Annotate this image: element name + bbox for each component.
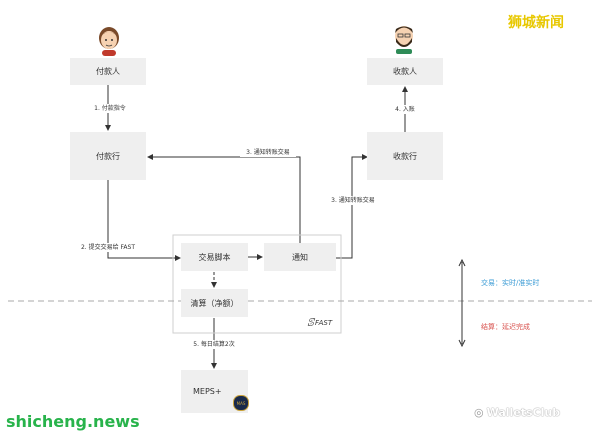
label-notify-payer-bank: 3. 通知转账交易 [240, 148, 296, 157]
payee-avatar [390, 22, 418, 54]
fast-logo-icon: ꕷ [307, 316, 314, 329]
trading-engine-box: 交易脚本 [181, 243, 248, 271]
watermark-top: 狮城新闻 [508, 15, 564, 31]
meps-label: MEPS+ [193, 387, 222, 396]
label-credit: 4. 入账 [390, 105, 420, 114]
fast-logo-text: FAST [314, 319, 333, 327]
arrow-notify-to-payer-bank [147, 154, 301, 245]
fast-container [172, 234, 342, 334]
watermark-bottom-left: shicheng.news [6, 412, 140, 431]
legend-realtime: 交易：实时/准实时 [481, 279, 540, 287]
payer-bank-box: 付款行 [70, 132, 146, 180]
payer-avatar [96, 26, 122, 56]
watermark-wallets: WalletsClub [486, 406, 561, 419]
clearing-box: 清算（净额） [181, 289, 248, 317]
notify-box: 通知 [264, 243, 336, 271]
payee-box: 收款人 [367, 58, 443, 85]
arrow-notify-to-payee-bank [336, 154, 368, 259]
label-payment-instruction: 1. 付款指令 [90, 104, 130, 113]
wechat-icon: ◎ [474, 406, 484, 419]
legend-delayed: 结算：延迟完成 [481, 323, 530, 331]
fast-logo: ꕷ FAST [307, 316, 332, 330]
payer-box: 付款人 [70, 58, 146, 85]
mas-badge-text: MAS [236, 400, 246, 406]
label-submit-to-fast: 2. 提交交易给 FAST [78, 243, 138, 252]
label-daily-settlement: 5. 每日结算2次 [188, 340, 240, 349]
arrow-bank-to-engine [107, 180, 181, 261]
watermark-bottom-right: ◎ WalletsClub [474, 406, 560, 419]
mas-badge: MAS [233, 395, 249, 411]
label-notify-payee-bank: 3. 通知转账交易 [326, 196, 380, 205]
payee-bank-box: 收款行 [367, 132, 443, 180]
